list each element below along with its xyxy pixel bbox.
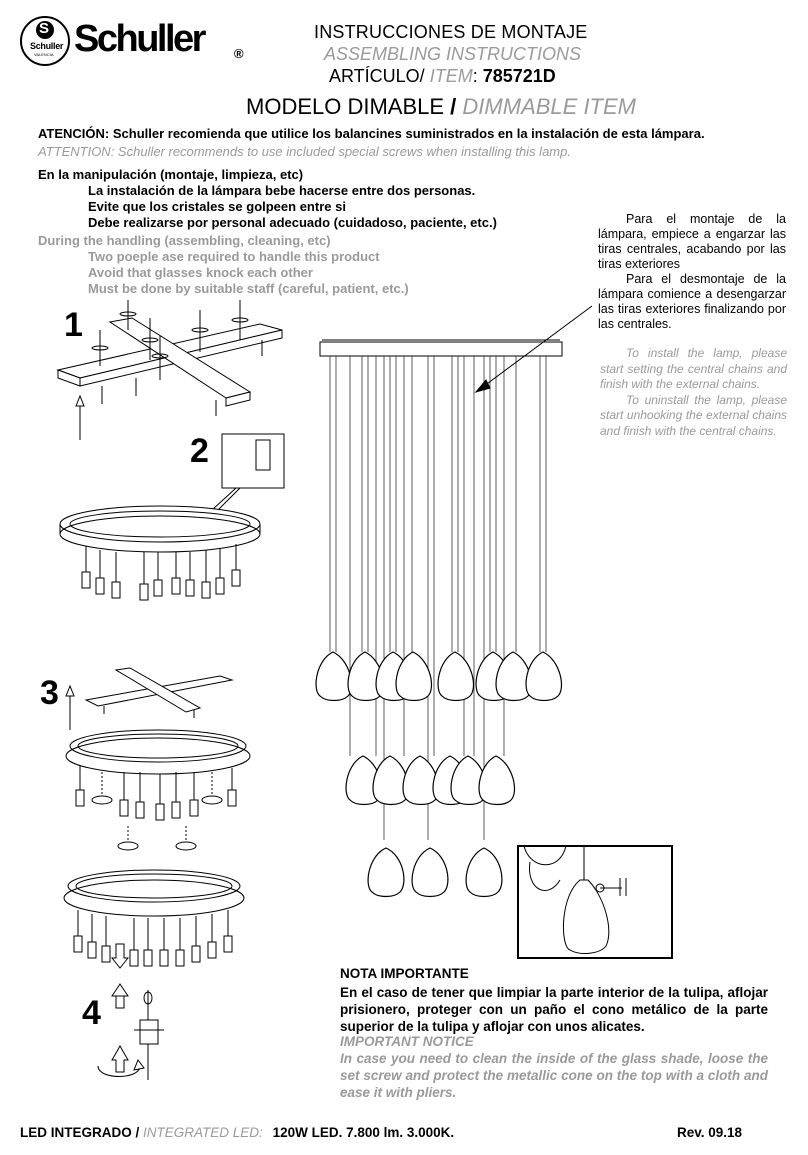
logo-badge-sub: VALENCIA bbox=[34, 52, 54, 57]
step2-ring-illustration bbox=[59, 433, 285, 601]
step-number: 3 bbox=[40, 674, 59, 712]
registered-mark: ® bbox=[234, 46, 244, 61]
mounting-en-p1: To install the lamp, please start settin… bbox=[600, 346, 787, 391]
logo-badge-name: Schuller bbox=[30, 41, 64, 51]
ring-with-pendants-illustration bbox=[63, 869, 245, 969]
step-number: 1 bbox=[64, 306, 83, 344]
notice-en-title: IMPORTANT NOTICE bbox=[340, 1034, 474, 1049]
step-number: 4 bbox=[82, 994, 101, 1032]
model-separator: / bbox=[450, 94, 457, 119]
notice-es-title: NOTA IMPORTANTE bbox=[340, 966, 469, 981]
attention-es: ATENCIÓN: Schuller recomienda que utilic… bbox=[38, 126, 705, 141]
item-number: 785721D bbox=[482, 66, 556, 86]
item-colon: : bbox=[472, 66, 478, 86]
notice-en-body: In case you need to clean the inside of … bbox=[340, 1051, 768, 1100]
handling-es-title: En la manipulación (montaje, limpieza, e… bbox=[38, 167, 304, 182]
schuller-logo: S Schuller VALENCIA Schuller ® bbox=[20, 14, 260, 68]
handling-en-item: Avoid that glasses knock each other bbox=[88, 265, 313, 280]
revision: Rev. 09.18 bbox=[677, 1125, 743, 1140]
item-label-en: ITEM bbox=[429, 66, 473, 86]
model-line: MODELO DIMABLE / DIMMABLE ITEM bbox=[246, 94, 636, 120]
title-en: ASSEMBLING INSTRUCTIONS bbox=[324, 44, 582, 64]
handling-en-item: Must be done by suitable staff (careful,… bbox=[88, 281, 409, 296]
step4-illustration bbox=[97, 983, 164, 1080]
logo-badge-icon bbox=[20, 16, 70, 66]
step-number: 2 bbox=[190, 432, 209, 470]
model-en: DIMMABLE ITEM bbox=[462, 94, 636, 119]
step1-cross-bracket-illustration bbox=[56, 300, 283, 440]
handling-es-item: La instalación de la lámpara bebe hacers… bbox=[88, 183, 476, 198]
attention-en: ATTENTION: Schuller recommends to use in… bbox=[38, 144, 571, 159]
shade-detail-illustration bbox=[517, 845, 673, 959]
step3-illustration bbox=[65, 667, 251, 851]
handling-en-item: Two poeple ase required to handle this p… bbox=[88, 249, 380, 264]
item-line: ARTÍCULO/ ITEM: 785721D bbox=[329, 66, 556, 87]
mounting-en: To install the lamp, please start settin… bbox=[600, 346, 787, 439]
handling-es-item: Evite que los cristales se golpeen entre… bbox=[88, 199, 346, 214]
footer-specs: LED INTEGRADO / INTEGRATED LED: 120W LED… bbox=[20, 1125, 454, 1140]
model-es: MODELO DIMABLE bbox=[246, 94, 445, 119]
handling-es-item: Debe realizarse por personal adecuado (c… bbox=[88, 215, 497, 230]
led-label-es: LED INTEGRADO / bbox=[20, 1125, 140, 1140]
led-label-en: INTEGRATED LED: bbox=[143, 1125, 263, 1140]
mounting-es: Para el montaje de la lámpara, empiece a… bbox=[598, 212, 786, 332]
handling-en-title: During the handling (assembling, cleanin… bbox=[38, 233, 331, 248]
mounting-es-p1: Para el montaje de la lámpara, empiece a… bbox=[598, 212, 786, 271]
brand-wordmark: Schuller bbox=[74, 18, 206, 60]
mounting-es-p2: Para el desmontaje de la lámpara comienc… bbox=[598, 272, 786, 331]
notice-es-body: En el caso de tener que limpiar la parte… bbox=[340, 985, 768, 1034]
led-specs: 120W LED. 7.800 lm. 3.000K. bbox=[272, 1125, 455, 1140]
logo-badge-letter: S bbox=[39, 20, 50, 37]
item-label-es: ARTÍCULO/ bbox=[329, 66, 425, 86]
chandelier-illustration bbox=[315, 305, 593, 898]
mounting-en-p2: To uninstall the lamp, please start unho… bbox=[600, 392, 787, 438]
title-es: INSTRUCCIONES DE MONTAJE bbox=[314, 22, 588, 42]
